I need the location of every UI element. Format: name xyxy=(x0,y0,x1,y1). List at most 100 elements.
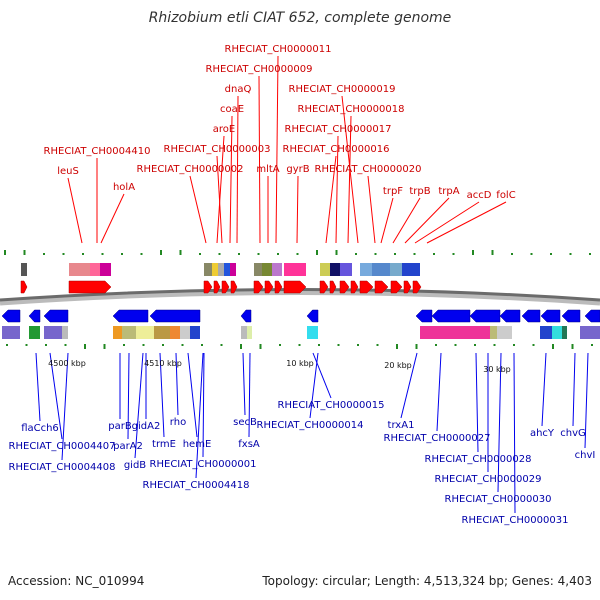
gene-label-trpf[interactable]: trpF xyxy=(383,186,403,197)
gene-label-hola[interactable]: holA xyxy=(113,182,135,193)
gene-label-heme[interactable]: hemE xyxy=(183,439,212,450)
gene-label-chvi[interactable]: chvI xyxy=(575,450,596,461)
gene-label-rheciat-ch0000031[interactable]: RHECIAT_CH0000031 xyxy=(462,515,569,526)
feature-color-block xyxy=(340,263,352,276)
gene-label-trme[interactable]: trmE xyxy=(152,439,176,450)
feature-color-block xyxy=(136,326,154,339)
gene-label-para2[interactable]: parA2 xyxy=(113,441,143,452)
gene-label-rheciat-ch0000002[interactable]: RHECIAT_CH0000002 xyxy=(137,164,244,175)
gene-label-trpa[interactable]: trpA xyxy=(438,186,459,197)
scale-dot xyxy=(532,344,535,346)
feature-color-block xyxy=(190,326,200,339)
gene-label-ahcy[interactable]: ahcY xyxy=(530,428,555,439)
feature-color-block xyxy=(113,326,122,339)
scale-dot xyxy=(433,253,435,255)
feature-color-block xyxy=(262,263,272,276)
scale-dot xyxy=(335,250,338,255)
feature-color-block xyxy=(241,326,247,339)
gene-label-secb[interactable]: secB xyxy=(233,417,257,428)
gene-label-rheciat-ch0004407[interactable]: RHECIAT_CH0004407 xyxy=(9,441,116,452)
forward-gene-arrows xyxy=(20,280,422,294)
scale-dot xyxy=(199,253,201,255)
scale-dot xyxy=(376,344,379,346)
forward-gene-arrow xyxy=(274,280,283,294)
gene-label-rheciat-ch0000015[interactable]: RHECIAT_CH0000015 xyxy=(278,400,385,411)
feature-color-block xyxy=(69,263,90,276)
feature-color-block xyxy=(330,263,340,276)
gene-label-rheciat-ch0000017[interactable]: RHECIAT_CH0000017 xyxy=(285,124,392,135)
gene-label-rho[interactable]: rho xyxy=(170,417,186,428)
gene-label-rheciat-ch0000009[interactable]: RHECIAT_CH0000009 xyxy=(206,64,313,75)
feature-color-block xyxy=(497,326,512,339)
scale-dot xyxy=(571,344,574,349)
feature-color-block xyxy=(218,263,224,276)
gene-label-gidb[interactable]: gidB xyxy=(124,460,146,471)
scale-dot xyxy=(179,250,182,255)
scale-dot xyxy=(121,253,123,255)
gene-label-parb[interactable]: parB xyxy=(108,421,132,432)
gene-label-mlta[interactable]: mltA xyxy=(256,164,279,175)
feature-color-block xyxy=(490,326,497,339)
label-leader-line xyxy=(159,352,165,438)
gene-label-rheciat-ch0000014[interactable]: RHECIAT_CH0000014 xyxy=(257,420,364,431)
scale-dot xyxy=(4,250,6,255)
label-leader-line xyxy=(216,135,225,244)
top-scale-dots xyxy=(4,250,591,255)
scale-dot xyxy=(238,253,240,255)
scale-dot xyxy=(62,253,65,255)
scale-dot xyxy=(296,253,299,255)
feature-color-block xyxy=(420,326,490,339)
label-leader-line xyxy=(325,155,337,244)
feature-color-block xyxy=(320,263,330,276)
gene-label-chvg[interactable]: chvG xyxy=(560,428,586,439)
feature-color-block xyxy=(230,263,236,276)
feature-color-block xyxy=(580,326,600,339)
forward-gene-arrow xyxy=(339,280,350,294)
forward-gene-arrow xyxy=(20,280,28,294)
gene-label-rheciat-ch0000003[interactable]: RHECIAT_CH0000003 xyxy=(164,144,271,155)
gene-label-rheciat-ch0000001[interactable]: RHECIAT_CH0000001 xyxy=(150,459,257,470)
reverse-gene-arrow xyxy=(499,309,521,323)
gene-label-leus[interactable]: leuS xyxy=(57,166,79,177)
feature-color-block xyxy=(562,326,567,339)
scale-dot xyxy=(218,253,221,255)
gene-label-rheciat-ch0000011[interactable]: RHECIAT_CH0000011 xyxy=(225,44,332,55)
label-leader-line xyxy=(347,115,352,244)
gene-label-rheciat-ch0004418[interactable]: RHECIAT_CH0004418 xyxy=(143,480,250,491)
gene-label-rheciat-ch0000020[interactable]: RHECIAT_CH0000020 xyxy=(315,164,422,175)
gene-label-rheciat-ch0000018[interactable]: RHECIAT_CH0000018 xyxy=(298,104,405,115)
gene-label-rheciat-ch0004408[interactable]: RHECIAT_CH0004408 xyxy=(9,462,116,473)
gene-label-gyrb[interactable]: gyrB xyxy=(286,164,309,175)
gene-label-rheciat-ch0000016[interactable]: RHECIAT_CH0000016 xyxy=(283,144,390,155)
reverse-gene-arrow xyxy=(431,309,471,323)
scale-dot xyxy=(452,253,455,255)
gene-label-trpb[interactable]: trpB xyxy=(409,186,430,197)
gene-label-rheciat-ch0000029[interactable]: RHECIAT_CH0000029 xyxy=(435,474,542,485)
gene-label-coae[interactable]: coaE xyxy=(220,104,244,115)
label-leader-line xyxy=(67,177,83,244)
label-leader-line xyxy=(187,352,198,438)
gene-label-rheciat-ch0000030[interactable]: RHECIAT_CH0000030 xyxy=(445,494,552,505)
scale-dot xyxy=(550,253,552,255)
label-leader-line xyxy=(426,201,507,244)
bottom-scale-dots xyxy=(6,344,593,349)
gene-label-rheciat-ch0000027[interactable]: RHECIAT_CH0000027 xyxy=(384,433,491,444)
gene-label-trxa1[interactable]: trxA1 xyxy=(388,420,415,431)
scale-dot xyxy=(357,344,359,346)
feature-color-block xyxy=(204,263,212,276)
scale-dot xyxy=(511,253,513,255)
gene-label-aroe[interactable]: aroE xyxy=(213,124,235,135)
gene-label-folc[interactable]: folC xyxy=(496,190,515,201)
scale-dot xyxy=(552,344,554,349)
gene-label-rheciat-ch0004410[interactable]: RHECIAT_CH0004410 xyxy=(44,146,151,157)
gene-label-accd[interactable]: accD xyxy=(467,190,492,201)
scale-tick-label: 4500 kbp xyxy=(48,359,86,368)
gene-label-fxsa[interactable]: fxsA xyxy=(238,439,260,450)
gene-label-flacch6[interactable]: flaCch6 xyxy=(21,423,59,434)
forward-gene-arrow xyxy=(213,280,221,294)
forward-feature-colors xyxy=(21,263,420,276)
gene-label-gida2[interactable]: gidA2 xyxy=(132,421,161,432)
gene-label-rheciat-ch0000028[interactable]: RHECIAT_CH0000028 xyxy=(425,454,532,465)
gene-label-dnaq[interactable]: dnaQ xyxy=(225,84,252,95)
gene-label-rheciat-ch0000019[interactable]: RHECIAT_CH0000019 xyxy=(289,84,396,95)
